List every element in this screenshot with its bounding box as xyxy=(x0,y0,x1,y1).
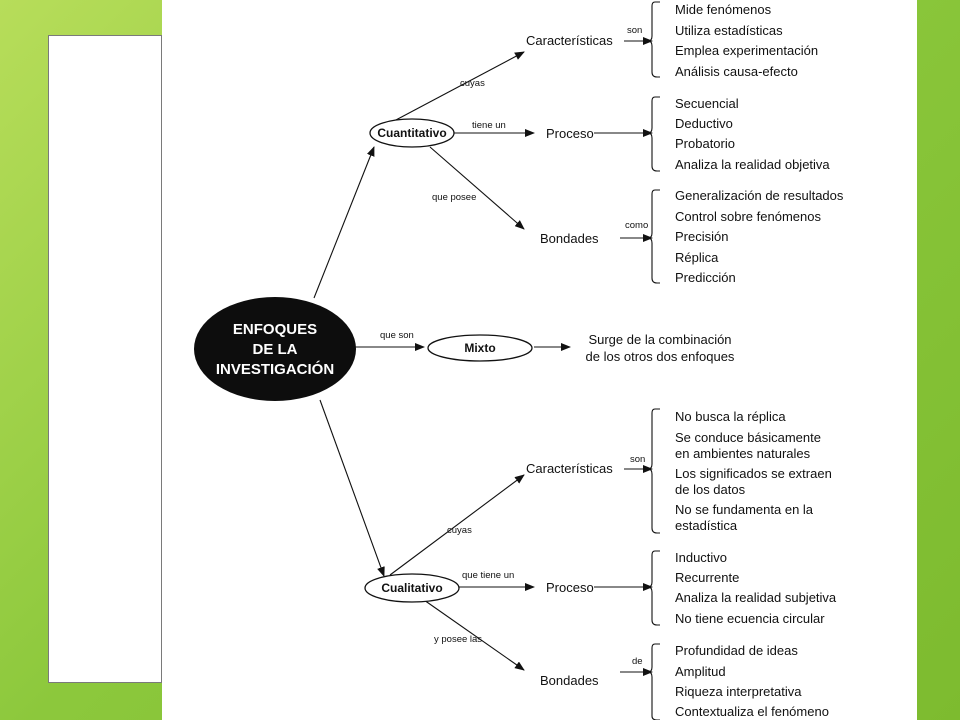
cual-caract-item: en ambientes naturales xyxy=(675,446,811,461)
edge-cual-bondades xyxy=(423,599,525,671)
cual-caract-item: de los datos xyxy=(675,482,746,497)
cual-caract-item: No se fundamenta en la xyxy=(675,502,814,517)
cuant-bondades-item: Precisión xyxy=(675,229,728,244)
cuant-proceso-item: Probatorio xyxy=(675,136,735,151)
cuant-proceso-item: Secuencial xyxy=(675,96,739,111)
cual-bondades-item: Riqueza interpretativa xyxy=(675,684,802,699)
mixto-node xyxy=(427,334,533,362)
cual-link-posee: y posee las xyxy=(434,634,482,645)
cuant-caract-item: Mide fenómenos xyxy=(675,2,772,17)
cualitativo-label: Cualitativo xyxy=(381,581,442,595)
cuant-proceso-item: Analiza la realidad objetiva xyxy=(675,157,830,172)
cual-caract-item: estadística xyxy=(675,518,738,533)
brace-cuant-caract xyxy=(647,1,660,78)
brace-cual-proceso xyxy=(647,550,660,626)
cuant-link-cuyas: cuyas xyxy=(460,78,485,89)
cuant-link-tiene: tiene un xyxy=(472,120,506,131)
cuant-caract-item: Utiliza estadísticas xyxy=(675,23,783,38)
cual-caract-conn: son xyxy=(630,454,645,465)
cuantitativo-node xyxy=(369,118,455,148)
cual-bondades-node: Bondades xyxy=(540,673,599,688)
cual-proceso-item: Inductivo xyxy=(675,550,727,565)
cuant-caract-item: Emplea experimentación xyxy=(675,43,818,58)
cual-link-cuyas: cuyas xyxy=(447,525,472,536)
mixto-desc-line-2: de los otros dos enfoques xyxy=(586,349,735,364)
root-node xyxy=(194,297,356,401)
cuant-proceso-node: Proceso xyxy=(546,126,594,141)
cuant-bondades-item: Control sobre fenómenos xyxy=(675,209,821,224)
cuant-caract-conn: son xyxy=(627,25,642,36)
brace-cuant-proceso xyxy=(647,96,660,172)
brace-cual-caract xyxy=(647,408,660,534)
cual-caract-item: Los significados se extraen xyxy=(675,466,832,481)
cual-caract-item: No busca la réplica xyxy=(675,409,786,424)
edge-cuant-caract xyxy=(393,51,525,122)
edge-root-cuantitativo xyxy=(313,146,375,299)
cuant-bondades-node: Bondades xyxy=(540,231,599,246)
cual-bondades-item: Contextualiza el fenómeno xyxy=(675,704,829,719)
cual-proceso-item: No tiene ecuencia circular xyxy=(675,611,825,626)
mixto-link: que son xyxy=(380,330,414,341)
connector-lines xyxy=(313,1,660,720)
edge-cuant-bondades xyxy=(429,146,525,230)
cuant-link-posee: que posee xyxy=(432,192,476,203)
cuant-bondades-conn: como xyxy=(625,220,648,231)
root-line-2: DE LA xyxy=(253,341,298,358)
cual-proceso-item: Analiza la realidad subjetiva xyxy=(675,590,837,605)
brace-cual-bondades xyxy=(647,643,660,720)
root-line-3: INVESTIGACIÓN xyxy=(216,360,334,378)
mixto-label: Mixto xyxy=(464,341,495,355)
edge-cual-caract xyxy=(389,474,525,576)
cual-proceso-node: Proceso xyxy=(546,580,594,595)
cuant-bondades-item: Predicción xyxy=(675,270,736,285)
mixto-desc-line-1: Surge de la combinación xyxy=(588,332,731,347)
edge-root-cualitativo xyxy=(319,399,385,577)
cual-caract-item: Se conduce básicamente xyxy=(675,430,821,445)
cuant-caracteristicas-node: Características xyxy=(526,33,613,48)
cualitativo-node xyxy=(364,573,460,603)
brace-cuant-bondades xyxy=(647,189,660,284)
cual-proceso-item: Recurrente xyxy=(675,570,739,585)
cuant-caract-item: Análisis causa-efecto xyxy=(675,64,798,79)
root-line-1: ENFOQUES xyxy=(233,321,317,338)
diagram-canvas: ENFOQUES DE LA INVESTIGACIÓN Cuantitativ… xyxy=(162,0,917,720)
cual-bondades-item: Profundidad de ideas xyxy=(675,643,798,658)
cuant-bondades-item: Réplica xyxy=(675,250,719,265)
cuant-bondades-item: Generalización de resultados xyxy=(675,188,844,203)
cual-bondades-item: Amplitud xyxy=(675,664,726,679)
cual-bondades-conn: de xyxy=(632,656,643,667)
cuantitativo-label: Cuantitativo xyxy=(377,126,446,140)
cuant-proceso-item: Deductivo xyxy=(675,116,733,131)
cual-caracteristicas-node: Características xyxy=(526,461,613,476)
cual-link-tiene: que tiene un xyxy=(462,570,514,581)
left-blank-panel xyxy=(48,35,162,683)
concept-map: ENFOQUES DE LA INVESTIGACIÓN Cuantitativ… xyxy=(194,1,844,720)
